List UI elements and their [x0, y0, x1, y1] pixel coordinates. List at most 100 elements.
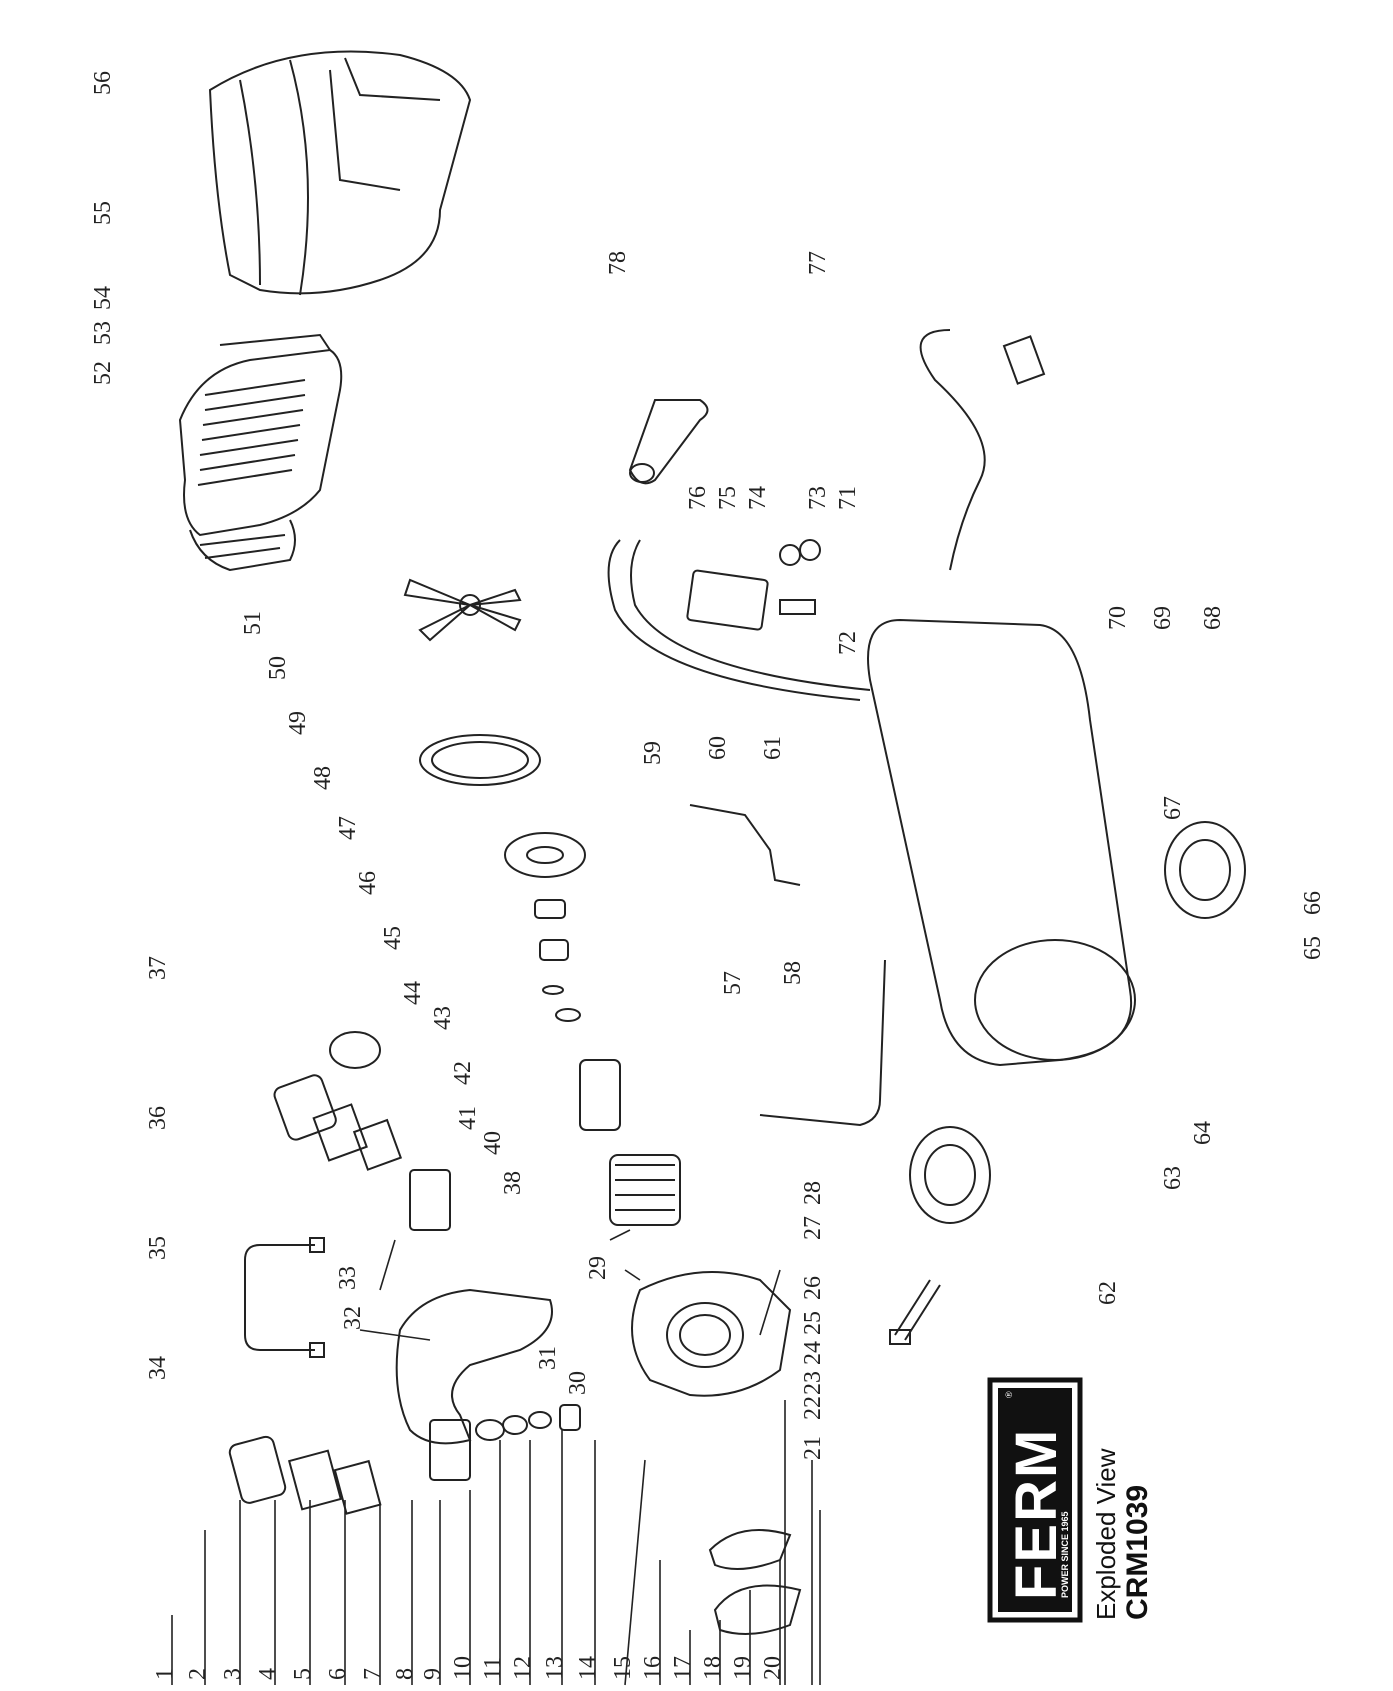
part-label-4: 4 [255, 1668, 281, 1680]
part-label-12: 12 [510, 1656, 536, 1680]
part-label-30: 30 [565, 1371, 591, 1395]
part-label-26: 26 [800, 1276, 826, 1300]
part-label-13: 13 [542, 1656, 568, 1680]
part-label-64: 64 [1190, 1121, 1216, 1145]
pressure-switch [686, 539, 821, 631]
part-label-76: 76 [685, 486, 711, 510]
part-label-29: 29 [585, 1256, 611, 1280]
part-label-27: 27 [800, 1216, 826, 1240]
part-label-72: 72 [835, 631, 861, 655]
part-label-63: 63 [1160, 1166, 1186, 1190]
part-label-71: 71 [835, 486, 861, 510]
part-label-46: 46 [355, 871, 381, 895]
part-label-66: 66 [1300, 891, 1326, 915]
cylinder-head-lower [228, 1404, 581, 1515]
part-label-36: 36 [145, 1106, 171, 1130]
part-label-9: 9 [420, 1668, 446, 1680]
logo-registered-mark: ® [1004, 1391, 1014, 1398]
part-label-44: 44 [400, 981, 426, 1005]
leader-lines [171, 1229, 821, 1686]
fan-guard [178, 333, 343, 572]
part-number-labels: 1 2 3 4 5 6 7 8 9 10 11 12 13 14 15 16 1… [90, 71, 1326, 1680]
part-label-10: 10 [450, 1656, 476, 1680]
part-label-34: 34 [145, 1356, 171, 1380]
part-label-56: 56 [90, 71, 116, 95]
part-label-49: 49 [285, 711, 311, 735]
part-label-17: 17 [670, 1656, 696, 1680]
part-label-24: 24 [800, 1341, 826, 1365]
part-label-53: 53 [90, 321, 116, 345]
part-label-7: 7 [360, 1668, 386, 1680]
tank-handle [607, 539, 871, 701]
motor-parts [419, 734, 681, 1226]
part-label-8: 8 [392, 1668, 418, 1680]
wheels [909, 821, 1246, 1224]
part-label-78: 78 [605, 251, 631, 275]
part-label-43: 43 [430, 1006, 456, 1030]
part-label-58: 58 [780, 961, 806, 985]
part-label-5: 5 [290, 1668, 316, 1680]
part-label-37: 37 [145, 956, 171, 980]
valve-cover [708, 1529, 802, 1635]
part-label-52: 52 [90, 361, 116, 385]
part-label-6: 6 [325, 1668, 351, 1680]
part-label-75: 75 [715, 486, 741, 510]
part-label-1: 1 [152, 1668, 178, 1680]
part-label-3: 3 [220, 1668, 246, 1680]
grip-78 [628, 399, 709, 485]
part-label-11: 11 [480, 1657, 506, 1680]
part-label-77: 77 [805, 251, 831, 275]
shroud-cover [208, 50, 472, 296]
part-label-32: 32 [340, 1306, 366, 1330]
part-label-47: 47 [335, 816, 361, 840]
cylinder-head-upper [273, 1031, 451, 1231]
part-label-70: 70 [1105, 606, 1131, 630]
part-label-35: 35 [145, 1236, 171, 1260]
part-label-25: 25 [800, 1311, 826, 1335]
part-label-33: 33 [335, 1266, 361, 1290]
part-label-20: 20 [760, 1656, 786, 1680]
part-label-31: 31 [535, 1346, 561, 1370]
part-label-2: 2 [185, 1668, 211, 1680]
hose-57 [759, 959, 886, 1127]
part-label-23: 23 [800, 1371, 826, 1395]
part-label-68: 68 [1200, 606, 1226, 630]
part-label-15: 15 [610, 1656, 636, 1680]
ferm-logo: FERM POWER SINCE 1965 ® [987, 1377, 1083, 1623]
part-label-67: 67 [1160, 796, 1186, 820]
part-label-69: 69 [1150, 606, 1176, 630]
crankcase [631, 1271, 792, 1397]
part-label-59: 59 [640, 741, 666, 765]
part-label-62: 62 [1095, 1281, 1121, 1305]
part-label-14: 14 [575, 1656, 601, 1680]
part-label-41: 41 [455, 1106, 481, 1130]
part-label-45: 45 [380, 926, 406, 950]
part-label-48: 48 [310, 766, 336, 790]
part-label-51: 51 [240, 611, 266, 635]
part-label-61: 61 [760, 736, 786, 760]
logo-tagline: POWER SINCE 1965 [1060, 1511, 1070, 1598]
part-label-38: 38 [500, 1171, 526, 1195]
logo-brand: FERM [1004, 1428, 1069, 1600]
part-label-42: 42 [450, 1061, 476, 1085]
part-label-18: 18 [700, 1656, 726, 1680]
part-label-50: 50 [265, 656, 291, 680]
air-tank [867, 618, 1136, 1067]
caption-model: CRM1039 [1121, 1485, 1154, 1620]
part-label-57: 57 [720, 971, 746, 995]
part-label-54: 54 [90, 286, 116, 310]
part-label-74: 74 [745, 486, 771, 510]
fan [403, 578, 522, 642]
part-label-60: 60 [705, 736, 731, 760]
bolt-62 [889, 1279, 941, 1345]
caption: Exploded View CRM1039 [1091, 1448, 1154, 1620]
part-label-40: 40 [480, 1131, 506, 1155]
power-cord [919, 329, 1046, 571]
part-label-21: 21 [800, 1436, 826, 1460]
bracket-59 [689, 804, 801, 886]
part-label-16: 16 [640, 1656, 666, 1680]
caption-title: Exploded View [1091, 1448, 1121, 1620]
handle-35 [244, 1237, 325, 1358]
part-label-22: 22 [800, 1396, 826, 1420]
